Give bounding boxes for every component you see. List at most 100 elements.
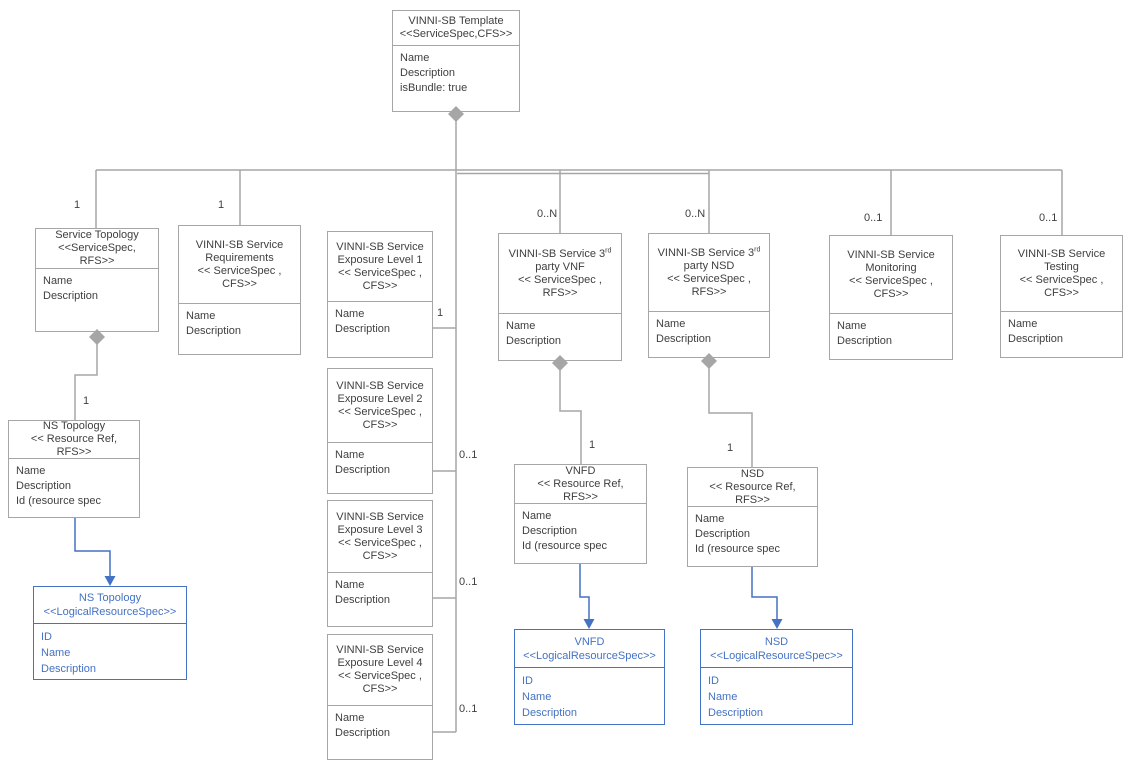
- title-line: VINNI-SB Service: [336, 379, 424, 392]
- class-attributes: Name Description: [328, 302, 432, 337]
- class-header: VINNI-SB Service Testing << ServiceSpec …: [1001, 236, 1122, 312]
- title-line: VINNI-SB Service 3rd: [508, 246, 612, 260]
- title-line: Exposure Level 1: [337, 253, 423, 266]
- attribute-line: Name: [41, 647, 71, 659]
- stereotype-line: << ServiceSpec ,: [338, 405, 422, 418]
- class-attributes: Name Description: [830, 314, 952, 349]
- attribute-line: ID: [41, 631, 52, 643]
- attribute-line: ID: [522, 675, 533, 687]
- class-box-service-topology: Service Topology <<ServiceSpec, RFS>> Na…: [35, 228, 159, 332]
- class-attributes: Name Description: [649, 312, 769, 347]
- stereotype-line: RFS>>: [563, 490, 598, 503]
- stereotype-line: << ServiceSpec ,: [338, 536, 422, 549]
- class-attributes: Name Description: [499, 314, 621, 349]
- stereotype-line: << Resource Ref,: [537, 477, 624, 490]
- stereotype-line: <<ServiceSpec,: [58, 242, 136, 254]
- attribute-line: Name: [186, 310, 216, 322]
- arrowhead-icon: [583, 619, 595, 629]
- stereotype-line: <<LogicalResourceSpec>>: [43, 606, 177, 618]
- attribute-line: Name: [695, 513, 725, 525]
- class-box-vnfd-logical: VNFD <<LogicalResourceSpec>> ID Name Des…: [514, 629, 665, 725]
- title-line: VINNI-SB Service: [1017, 247, 1106, 260]
- connector-elbow-blue: [579, 564, 590, 621]
- stereotype-line: RFS>>: [79, 255, 115, 267]
- title-line: NS Topology: [78, 592, 142, 604]
- attribute-line: Description: [335, 594, 391, 606]
- multiplicity-label: 1: [74, 199, 81, 211]
- stereotype-line: << ServiceSpec ,: [338, 266, 422, 279]
- attribute-line: Description: [522, 525, 578, 537]
- stereotype-line: << Resource Ref,: [709, 480, 796, 493]
- attribute-line: Description: [41, 663, 97, 675]
- class-attributes: ID Name Description: [515, 668, 664, 721]
- class-header: VINNI-SB Service Requirements << Service…: [179, 226, 300, 304]
- attribute-line: Description: [837, 335, 893, 347]
- attribute-line: Name: [708, 691, 738, 703]
- stereotype-line: <<ServiceSpec,CFS>>: [399, 28, 513, 40]
- class-header: VINNI-SB Service Exposure Level 4 << Ser…: [328, 635, 432, 706]
- class-header: Service Topology <<ServiceSpec, RFS>>: [36, 229, 158, 269]
- class-header: VINNI-SB Service 3rd party VNF << Servic…: [499, 234, 621, 314]
- class-header: VINNI-SB Service 3rd party NSD << Servic…: [649, 234, 769, 312]
- class-header: VINNI-SB Service Exposure Level 2 << Ser…: [328, 369, 432, 443]
- class-header: NS Topology <<LogicalResourceSpec>>: [34, 587, 186, 624]
- title-line: Exposure Level 3: [337, 523, 423, 536]
- class-header: VINNI-SB Service Exposure Level 3 << Ser…: [328, 501, 432, 573]
- attribute-line: Description: [400, 67, 456, 79]
- attribute-line: Description: [43, 290, 99, 302]
- attribute-line: Description: [506, 335, 562, 347]
- attribute-line: Name: [16, 465, 46, 477]
- class-attributes: Name Description Id (resource spec: [9, 459, 139, 509]
- class-attributes: ID Name Description: [34, 624, 186, 677]
- title-line: VINNI-SB Service: [336, 240, 424, 253]
- stereotype-line: << Resource Ref,: [30, 433, 118, 445]
- attribute-line: isBundle: true: [400, 82, 468, 94]
- stereotype-line: RFS>>: [691, 285, 727, 298]
- stereotype-line: RFS>>: [56, 446, 92, 458]
- attribute-line: Name: [335, 712, 365, 724]
- stereotype-line: << ServiceSpec ,: [197, 264, 282, 277]
- class-box-exposure-level-1: VINNI-SB Service Exposure Level 1 << Ser…: [327, 231, 433, 358]
- multiplicity-label: 1: [83, 395, 90, 407]
- connector-elbow: [74, 343, 98, 420]
- attribute-line: Name: [43, 275, 73, 287]
- stereotype-line: CFS>>: [362, 683, 398, 695]
- attribute-line: Name: [506, 320, 536, 332]
- connector-elbow-blue: [74, 518, 111, 578]
- class-header: VINNI-SB Template <<ServiceSpec,CFS>>: [393, 11, 519, 46]
- class-attributes: Name Description: [328, 443, 432, 478]
- attribute-line: Name: [522, 691, 552, 703]
- attribute-line: Name: [335, 449, 365, 461]
- class-attributes: Name Description: [179, 304, 300, 339]
- stereotype-line: CFS>>: [362, 549, 398, 562]
- multiplicity-label: 1: [437, 307, 444, 319]
- attribute-line: Description: [656, 333, 712, 345]
- attribute-line: Name: [335, 308, 365, 320]
- title-line: VNFD: [565, 464, 596, 477]
- multiplicity-label: 0..1: [459, 576, 478, 588]
- title-line: Requirements: [205, 251, 274, 264]
- title-line: VNFD: [574, 635, 605, 648]
- title-line: VINNI-SB Service: [336, 644, 424, 656]
- attribute-line: Name: [335, 579, 365, 591]
- stereotype-line: RFS>>: [735, 493, 770, 506]
- class-box-3rd-party-vnf: VINNI-SB Service 3rd party VNF << Servic…: [498, 233, 622, 361]
- attribute-line: Description: [335, 464, 391, 476]
- class-attributes: Name Description: [328, 573, 432, 608]
- multiplicity-label: 1: [727, 442, 734, 454]
- attribute-line: Name: [400, 52, 430, 64]
- stereotype-line: RFS>>: [542, 286, 578, 299]
- class-box-vinni-sb-template: VINNI-SB Template <<ServiceSpec,CFS>> Na…: [392, 10, 520, 112]
- attribute-line: Name: [656, 318, 686, 330]
- title-line: VINNI-SB Service 3rd: [657, 245, 761, 259]
- class-box-nsd-logical: NSD <<LogicalResourceSpec>> ID Name Desc…: [700, 629, 853, 725]
- multiplicity-label: 1: [589, 439, 596, 451]
- attribute-line: Name: [1008, 318, 1038, 330]
- attribute-line: Id (resource spec: [16, 495, 101, 507]
- multiplicity-label: 0..N: [685, 208, 706, 220]
- multiplicity-label: 0..1: [864, 212, 883, 224]
- class-attributes: Name Description isBundle: true: [393, 46, 519, 96]
- title-line: VINNI-SB Service: [336, 510, 424, 523]
- class-header: VNFD <<LogicalResourceSpec>>: [515, 630, 664, 668]
